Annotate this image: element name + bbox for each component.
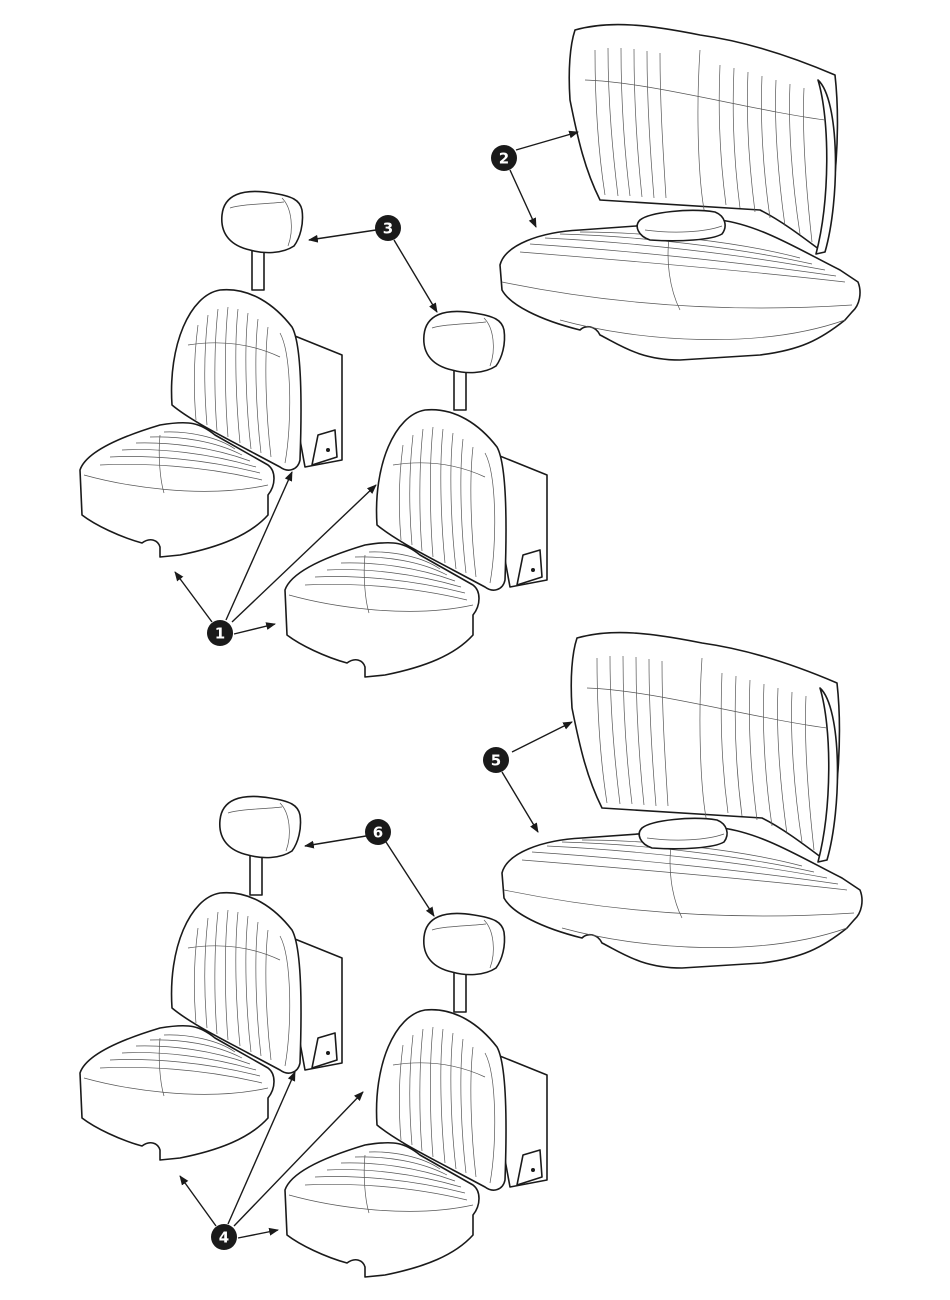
svg-text:1: 1 bbox=[215, 625, 225, 643]
rear-bench-bottom bbox=[501, 631, 863, 969]
svg-text:6: 6 bbox=[373, 824, 383, 842]
rear-bench-top bbox=[499, 23, 861, 361]
headrest-top-right bbox=[422, 310, 506, 411]
top-assembly bbox=[79, 23, 861, 678]
front-seat-top-left bbox=[79, 288, 343, 558]
callout-6: 6 bbox=[365, 819, 391, 845]
leader-lines bbox=[174, 130, 579, 1239]
headrest-bottom-right bbox=[422, 912, 506, 1013]
headrest-top-left bbox=[220, 190, 304, 291]
callout-3: 3 bbox=[375, 215, 401, 241]
svg-text:2: 2 bbox=[499, 150, 509, 168]
svg-text:5: 5 bbox=[491, 752, 501, 770]
front-seat-bottom-left bbox=[79, 891, 343, 1161]
headrest-bottom-left bbox=[218, 795, 302, 896]
callout-4: 4 bbox=[211, 1224, 237, 1250]
bottom-assembly bbox=[79, 631, 863, 1278]
callout-1: 1 bbox=[207, 620, 233, 646]
svg-text:3: 3 bbox=[383, 220, 393, 238]
callout-2: 2 bbox=[491, 145, 517, 171]
callout-5: 5 bbox=[483, 747, 509, 773]
svg-text:4: 4 bbox=[219, 1229, 229, 1247]
